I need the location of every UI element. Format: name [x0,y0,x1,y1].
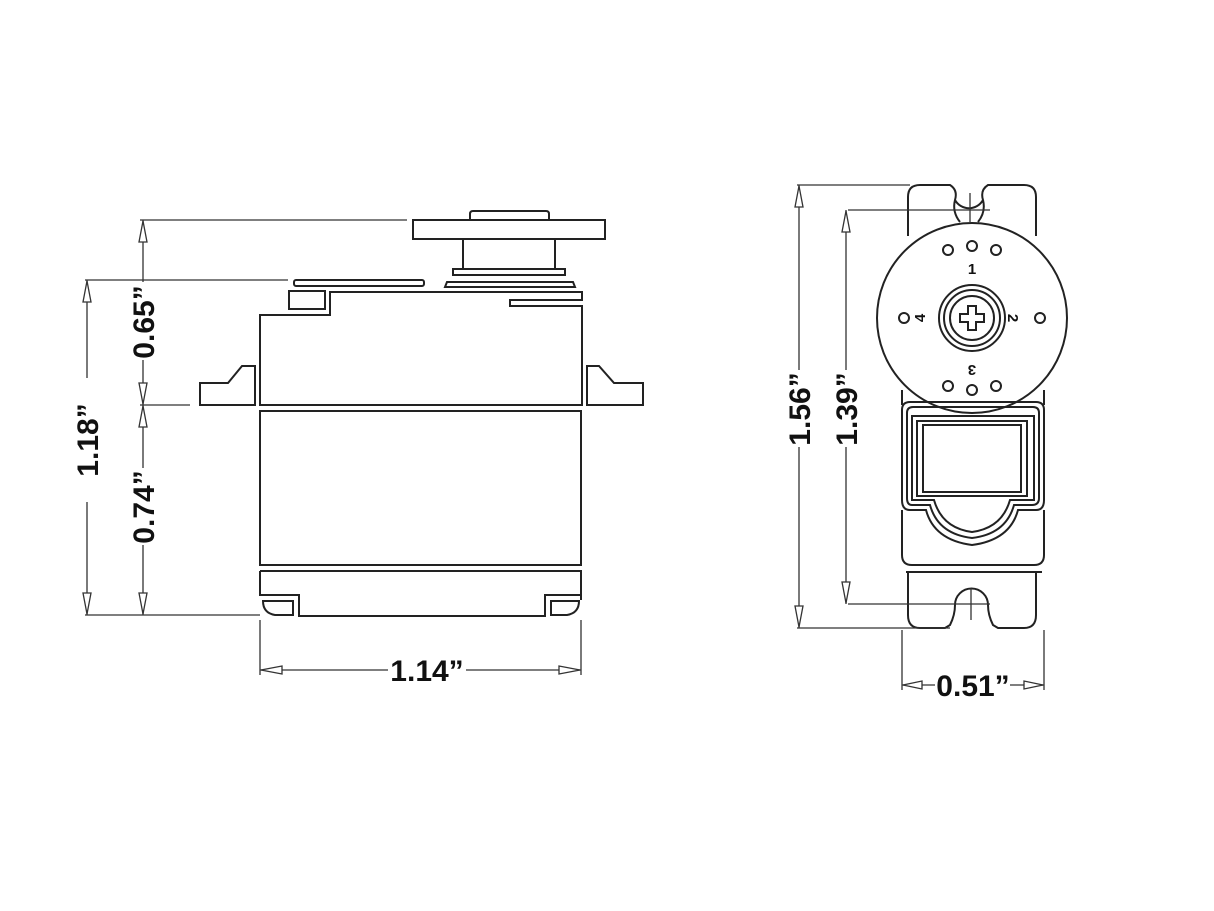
output-shaft [462,238,556,270]
horn-screw-top [469,210,550,220]
phillips-screw-icon [959,305,985,331]
middle-body [259,410,582,566]
lid-strip [293,279,425,287]
horn-label-4: 4 [912,313,929,322]
spline-ring-outer [938,284,1006,352]
mount-ear-right [586,365,644,406]
dim-hole-spacing: 1.39” [831,372,864,445]
bottom-ear-right [987,572,1037,629]
bottom-ear-left [907,572,956,629]
label-window-inner [922,424,1022,493]
side-view: 1.18” 0.65” 0.74” 1.14” [72,210,644,688]
front-view: 1 2 3 4 1.56” [784,184,1068,703]
case-outline-3 [911,415,1035,534]
bottom-foot-left [261,600,294,616]
dim-front-width: 0.51” [936,670,1009,703]
case-outline-1 [901,401,1045,547]
bottom-cap-top [260,570,582,600]
case-outline-2 [906,406,1040,540]
horn-label-1: 1 [968,261,976,278]
spline-ring-mid [943,289,1001,347]
dim-width: 1.14” [390,655,463,688]
horn-disk [412,219,606,240]
mount-ear-left [199,365,256,406]
screw-head [949,295,995,341]
bottom-cap [259,571,582,617]
case-lower [901,510,1045,566]
shaft-collar [452,268,566,276]
dim-lower-height: 0.74” [128,470,161,543]
top-tab [288,290,326,310]
dim-total-height: 1.18” [72,403,105,476]
horn-disk-front [876,222,1068,414]
label-window-outer [916,420,1028,497]
top-slot [954,199,984,210]
dim-overall-height: 1.56” [784,372,817,445]
horn-label-2: 2 [1004,314,1021,322]
dim-upper-height: 0.65” [128,285,161,358]
bottom-foot-right [550,600,581,616]
horn-label-3: 3 [968,361,976,378]
upper-body [259,291,583,406]
shaft-base-plate [443,281,577,288]
